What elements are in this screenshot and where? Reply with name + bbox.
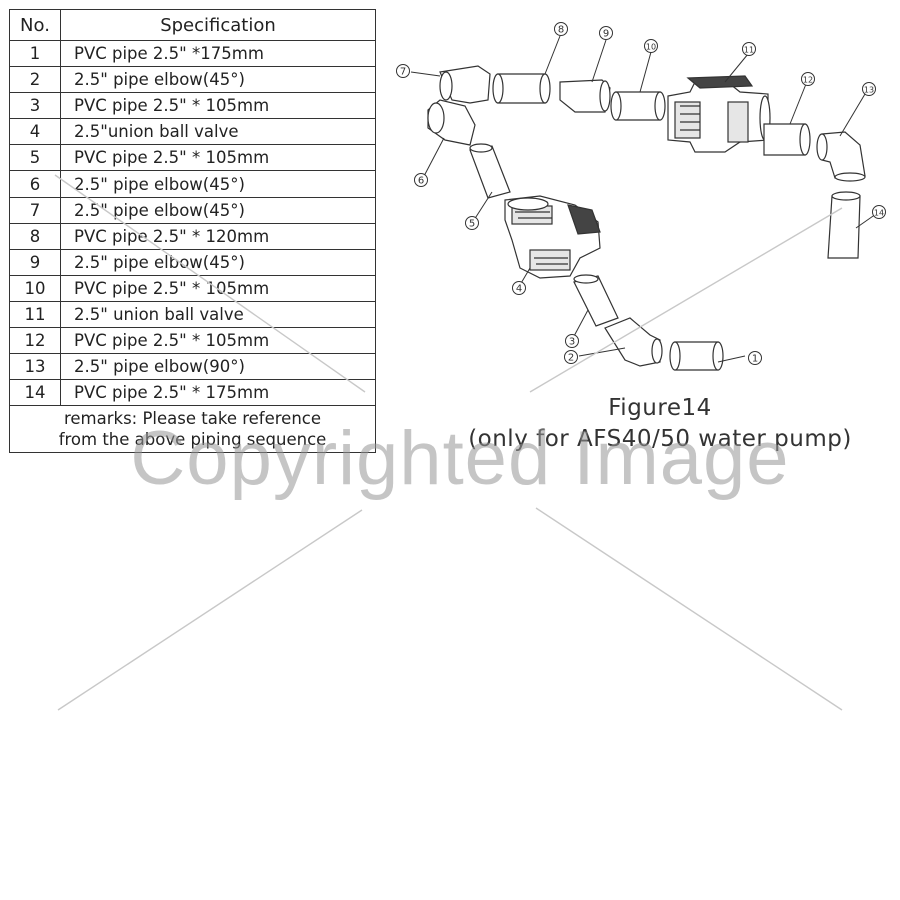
row-number: 4: [9, 118, 61, 146]
part-12-pipe: [763, 123, 811, 156]
row-specification: PVC pipe 2.5" *175mm: [60, 39, 376, 68]
row-number: 14: [9, 379, 61, 407]
part-7-elbow: [439, 65, 491, 104]
callout-number: 13: [864, 86, 874, 95]
callout-8: 8: [554, 22, 568, 36]
callout-10: 10: [644, 39, 658, 53]
callout-14: 14: [872, 205, 886, 219]
remarks-cell: remarks: Please take reference from the …: [9, 405, 376, 454]
callout-7: 7: [396, 64, 410, 78]
callout-12: 12: [801, 72, 815, 86]
part-8-pipe: [492, 73, 551, 104]
row-specification: PVC pipe 2.5" * 120mm: [60, 222, 376, 250]
callout-number: 11: [744, 46, 754, 55]
callout-4: 4: [512, 281, 526, 295]
row-specification: 2.5" pipe elbow(90°): [60, 353, 376, 381]
part-13-elbow-90: [816, 131, 866, 182]
row-number: 2: [9, 66, 61, 94]
row-specification: PVC pipe 2.5" * 105mm: [60, 274, 376, 302]
row-number: 10: [9, 274, 61, 302]
row-specification: 2.5" pipe elbow(45°): [60, 170, 376, 198]
callout-2: 2: [564, 350, 578, 364]
row-number: 13: [9, 353, 61, 381]
callout-9: 9: [599, 26, 613, 40]
callout-number: 8: [558, 25, 564, 36]
row-specification: 2.5"union ball valve: [60, 118, 376, 146]
row-specification: PVC pipe 2.5" * 105mm: [60, 92, 376, 120]
callout-number: 12: [803, 76, 813, 85]
row-number: 5: [9, 144, 61, 172]
part-4-union-ball-valve: [504, 195, 601, 279]
row-specification: 2.5" pipe elbow(45°): [60, 196, 376, 224]
part-9-elbow: [559, 79, 611, 113]
callout-number: 4: [516, 284, 522, 295]
row-number: 7: [9, 196, 61, 224]
part-6-elbow: [427, 99, 476, 146]
row-number: 11: [9, 300, 61, 329]
remarks-line-1: remarks: Please take reference: [63, 409, 321, 429]
row-specification: PVC pipe 2.5" * 105mm: [60, 144, 376, 172]
header-specification: Specification: [60, 9, 376, 41]
row-specification: 2.5" pipe elbow(45°): [60, 248, 376, 276]
part-1-pipe: [669, 341, 724, 371]
row-specification: PVC pipe 2.5" * 175mm: [60, 379, 376, 407]
row-number: 3: [9, 92, 61, 120]
part-10-pipe: [610, 91, 666, 121]
callout-3: 3: [565, 334, 579, 348]
row-number: 12: [9, 327, 61, 355]
callout-number: 9: [603, 29, 609, 40]
callout-number: 2: [568, 353, 574, 364]
part-14-pipe: [827, 191, 861, 259]
part-2-elbow: [604, 317, 663, 367]
remarks-row: remarks: Please take reference from the …: [9, 405, 376, 454]
callout-number: 10: [646, 43, 656, 52]
callout-1: 1: [748, 351, 762, 365]
callout-number: 1: [752, 354, 758, 365]
callout-number: 3: [569, 337, 575, 348]
callout-number: 7: [400, 67, 406, 78]
row-number: 9: [9, 248, 61, 276]
part-5-pipe: [469, 143, 511, 199]
callout-number: 14: [874, 209, 884, 218]
callout-6: 6: [414, 173, 428, 187]
row-specification: 2.5" union ball valve: [60, 300, 376, 329]
table-header-row: No. Specification: [9, 9, 376, 41]
figure-title: Figure14: [608, 395, 712, 421]
part-11-union-ball-valve: [667, 75, 771, 153]
row-specification: PVC pipe 2.5" * 105mm: [60, 327, 376, 355]
row-specification: 2.5" pipe elbow(45°): [60, 66, 376, 94]
callout-number: 6: [418, 176, 424, 187]
header-no: No.: [9, 9, 61, 41]
callout-number: 5: [469, 219, 475, 230]
part-3-pipe: [573, 274, 619, 327]
row-number: 6: [9, 170, 61, 198]
remarks-line-2: from the above piping sequence: [58, 430, 327, 450]
row-number: 8: [9, 222, 61, 250]
callout-13: 13: [862, 82, 876, 96]
callout-5: 5: [465, 216, 479, 230]
callout-11: 11: [742, 42, 756, 56]
figure-subtitle: (only for AFS40/50 water pump): [468, 426, 852, 452]
row-number: 1: [9, 39, 61, 68]
